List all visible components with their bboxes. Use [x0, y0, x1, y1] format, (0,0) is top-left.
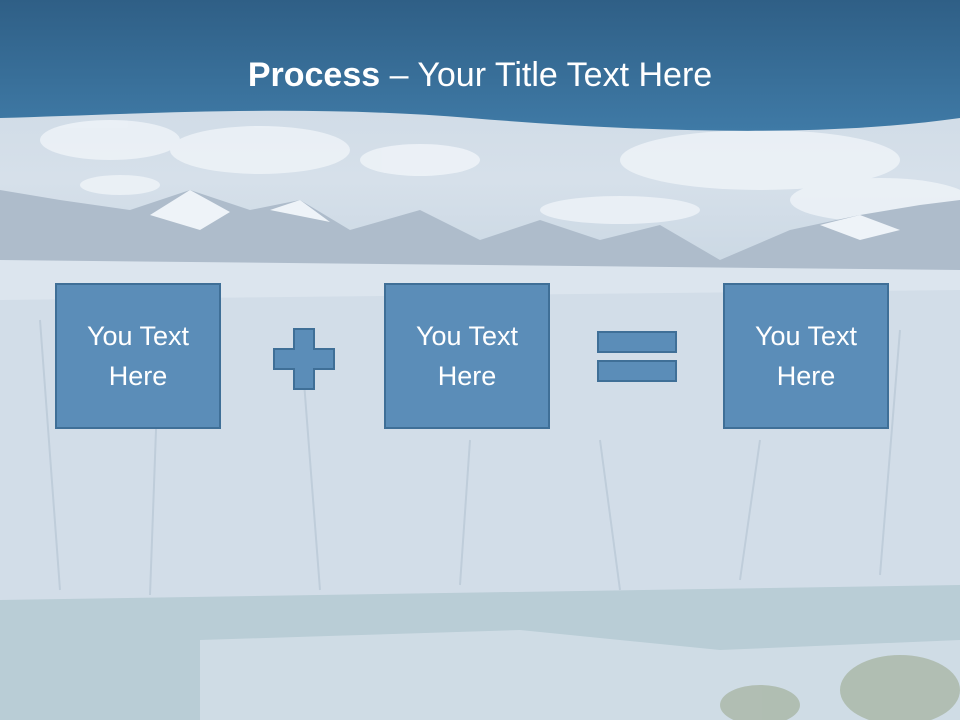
title-rest: – Your Title Text Here: [380, 56, 713, 94]
slide-title: Process – Your Title Text Here: [0, 54, 960, 96]
text-box-3: You Text Here: [723, 283, 889, 429]
text-box-2-label: You Text Here: [415, 321, 519, 391]
text-box-1-label: You Text Here: [86, 321, 190, 391]
text-box-1: You Text Here: [55, 283, 221, 429]
equals-icon: [597, 331, 677, 382]
text-box-3-label: You Text Here: [754, 321, 858, 391]
text-box-2: You Text Here: [384, 283, 550, 429]
title-bold: Process: [247, 56, 381, 94]
header-band: [0, 0, 960, 131]
plus-icon: [273, 328, 335, 390]
